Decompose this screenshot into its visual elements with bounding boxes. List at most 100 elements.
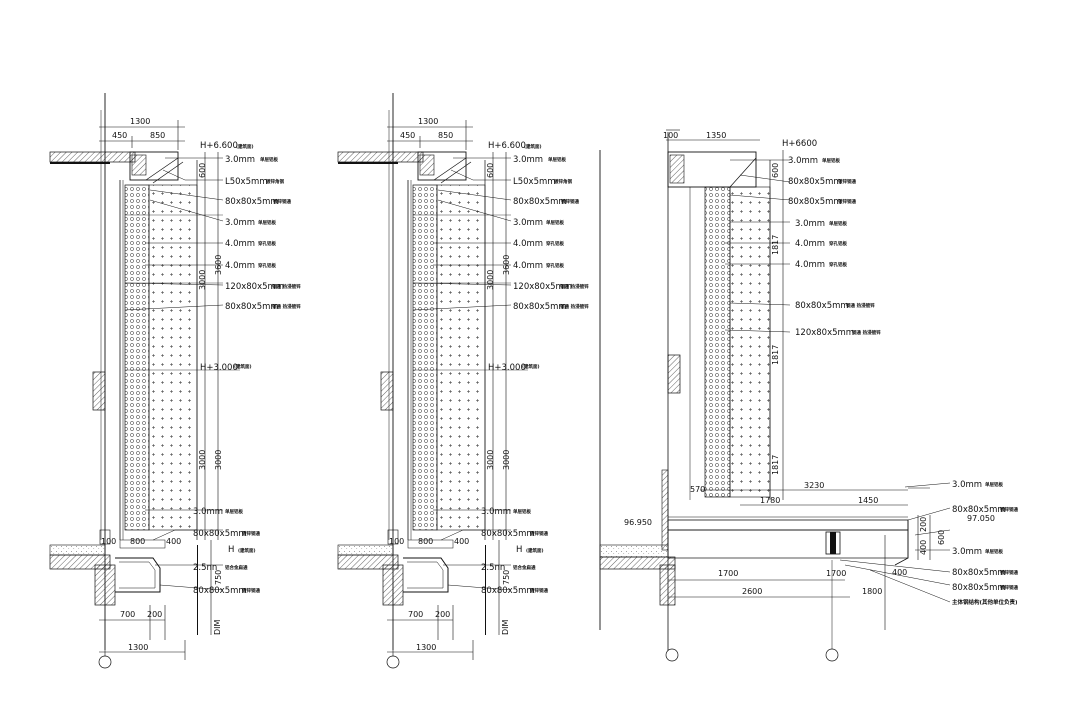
s2-callout-size: L50x5mm xyxy=(513,177,556,187)
s1-elev-top-note: (建筑面) xyxy=(236,143,254,150)
s3-vdim-600: 600 xyxy=(771,163,780,178)
s1-callout-note: 钢通 热浸镀锌 xyxy=(272,283,301,290)
s3-elev-left: 96.950 xyxy=(624,518,652,527)
s2-dim-left: 450 xyxy=(400,131,415,140)
s2-callout-size: 80x80x5mm xyxy=(513,197,567,207)
s2-callout-note: 穿孔铝板 xyxy=(546,262,564,269)
s2-bottom-callouts: 3.0mm 单层铝板 80x80x5mm 镀锌钢通 2.5nn 铝合金扁通 80… xyxy=(481,507,548,596)
s3-vdim-1817a: 1817 xyxy=(771,235,780,255)
s1-bcallout-size: 80x80x5mm xyxy=(193,586,247,596)
s2-callout-note: 镀锌钢通 xyxy=(561,198,579,205)
s3-callout-note: 穿孔铝板 xyxy=(829,240,847,247)
s2-vdim-750: 750 xyxy=(502,570,511,585)
s2-callout-note: 穿孔铝板 xyxy=(546,240,564,247)
s3-bcallout-size: 3.0mm xyxy=(952,480,982,490)
s2-vdim-dim: DIM xyxy=(501,619,510,635)
s1-bcallout-note: 单层铝板 xyxy=(225,508,243,515)
s3-small-400: 400 xyxy=(919,540,928,555)
s1-bcallout-note: 铝合金扁通 xyxy=(225,564,248,571)
s3-hdim-1450: 1450 xyxy=(858,496,878,505)
s1-callout-size: 3.0mm xyxy=(225,218,255,228)
s2-bcallout-note: 镀锌钢通 xyxy=(530,530,548,537)
section-1-labels: 1300 450 850 H+6.600 (建筑面) 600 3600 3000… xyxy=(101,117,301,652)
s3-callout-size: 80x80x5mm xyxy=(795,301,849,311)
s1-vdim-600: 600 xyxy=(198,163,207,178)
s1-elev-mid: H+3.000 xyxy=(200,363,238,373)
s3-small-600: 600 xyxy=(937,530,946,545)
s2-callout-size: 4.0mm xyxy=(513,261,543,271)
s3-callout-note: 钢通 热浸镀锌 xyxy=(852,329,881,336)
s2-callout-size: 120x80x5mm xyxy=(513,282,572,292)
s1-elev-low-note: (建筑面) xyxy=(238,547,256,554)
s1-callouts: 3.0mm 单层铝板 L50x5mm 镀锌角钢 80x80x5mm 镀锌钢通 3… xyxy=(225,155,301,312)
s1-callout-note: 镀锌钢通 xyxy=(273,198,291,205)
s1-callout-size: 3.0mm xyxy=(225,155,255,165)
s1-callout-size: 4.0mm xyxy=(225,239,255,249)
s2-elev-mid: H+3.000 xyxy=(488,363,526,373)
section-1-drawing xyxy=(49,92,241,669)
s3-hdim-1700a: 1700 xyxy=(718,569,738,578)
s2-bcallout-note: 单层铝板 xyxy=(513,508,531,515)
s2-elev-mid-note: (建筑面) xyxy=(522,363,540,370)
s3-hdim-1700b: 1700 xyxy=(826,569,846,578)
s3-hdim-1780: 1780 xyxy=(760,496,780,505)
s3-callout-note: 单层铝板 xyxy=(829,220,847,227)
s1-bcallout-size: 80x80x5mm xyxy=(193,529,247,539)
s1-elev-top: H+6.600 xyxy=(200,141,238,151)
s2-bcallout-note: 铝合金扁通 xyxy=(513,564,536,571)
s1-bcallout-note: 镀锌钢通 xyxy=(242,530,260,537)
s3-callout-note: 钢通 热浸镀锌 xyxy=(846,302,875,309)
s2-bcallout-size: 80x80x5mm xyxy=(481,529,535,539)
s2-base-200: 200 xyxy=(435,610,450,619)
s2-elev-top-note: (建筑面) xyxy=(524,143,542,150)
s1-callout-note: 钢通 热浸镀锌 xyxy=(272,303,301,310)
s1-dim-total: 1300 xyxy=(130,117,150,126)
s2-base-total: 1300 xyxy=(416,643,436,652)
s2-elev-low-note: (建筑面) xyxy=(526,547,544,554)
s2-dim-right: 850 xyxy=(438,131,453,140)
s3-hdim-2600: 2600 xyxy=(742,587,762,596)
s3-callout-size: 3.0mm xyxy=(788,156,818,166)
s1-callout-note: 穿孔铝板 xyxy=(258,262,276,269)
s3-callout-note: 单层铝板 xyxy=(822,157,840,164)
s3-callout-size: 4.0mm xyxy=(795,239,825,249)
s2-callout-note: 钢通 热浸镀锌 xyxy=(560,283,589,290)
s1-base-700: 700 xyxy=(120,610,135,619)
s1-callout-note: 单层铝板 xyxy=(260,156,278,163)
s1-vdim-3000b: 3000 xyxy=(198,450,207,470)
s3-bcallout-note: 镀锌钢通 xyxy=(1000,569,1018,576)
s3-callout-size: 120x80x5mm xyxy=(795,328,854,338)
s2-vdim-3000c: 3000 xyxy=(502,450,511,470)
s2-vdim-3000a: 3000 xyxy=(486,270,495,290)
s2-callouts: 3.0mm 单层铝板 L50x5mm 镀锌角钢 80x80x5mm 镀锌钢通 3… xyxy=(513,155,589,312)
s3-callout-size: 4.0mm xyxy=(795,260,825,270)
s2-base-100: 100 xyxy=(389,537,404,546)
s3-dim-left: 100 xyxy=(663,131,678,140)
s3-small-200: 200 xyxy=(919,517,928,532)
s3-bcallout-size: 80x80x5mm xyxy=(952,568,1006,578)
s1-callout-size: 80x80x5mm xyxy=(225,302,279,312)
s3-hdim-1800: 1800 xyxy=(862,587,882,596)
s2-callout-size: 3.0mm xyxy=(513,155,543,165)
s2-callout-size: 3.0mm xyxy=(513,218,543,228)
s3-hdim-3230: 3230 xyxy=(804,481,824,490)
s1-callout-size: L50x5mm xyxy=(225,177,268,187)
s2-callout-size: 4.0mm xyxy=(513,239,543,249)
s3-vdim-1817c: 1817 xyxy=(771,455,780,475)
s2-callout-note: 单层铝板 xyxy=(546,219,564,226)
s1-vdim-3000c: 3000 xyxy=(214,450,223,470)
s1-base-800: 800 xyxy=(130,537,145,546)
s2-bcallout-size: 3.0mm xyxy=(481,507,511,517)
s2-vdim-3600: 3600 xyxy=(502,255,511,275)
s2-callout-size: 80x80x5mm xyxy=(513,302,567,312)
s3-callout-note: 镀锌钢通 xyxy=(838,178,856,185)
s2-callout-note: 钢通 热浸镀锌 xyxy=(560,303,589,310)
s3-callout-size: 80x80x5mm xyxy=(788,197,842,207)
s3-callout-note: 穿孔铝板 xyxy=(829,261,847,268)
s3-bcallout-size: 3.0mm xyxy=(952,547,982,557)
s3-bcallout-note: 单层铝板 xyxy=(985,481,1003,488)
s2-elev-top: H+6.600 xyxy=(488,141,526,151)
s2-vdim-600: 600 xyxy=(486,163,495,178)
s3-main-note: 主体钢结构(其他单位负责) xyxy=(952,598,1018,606)
